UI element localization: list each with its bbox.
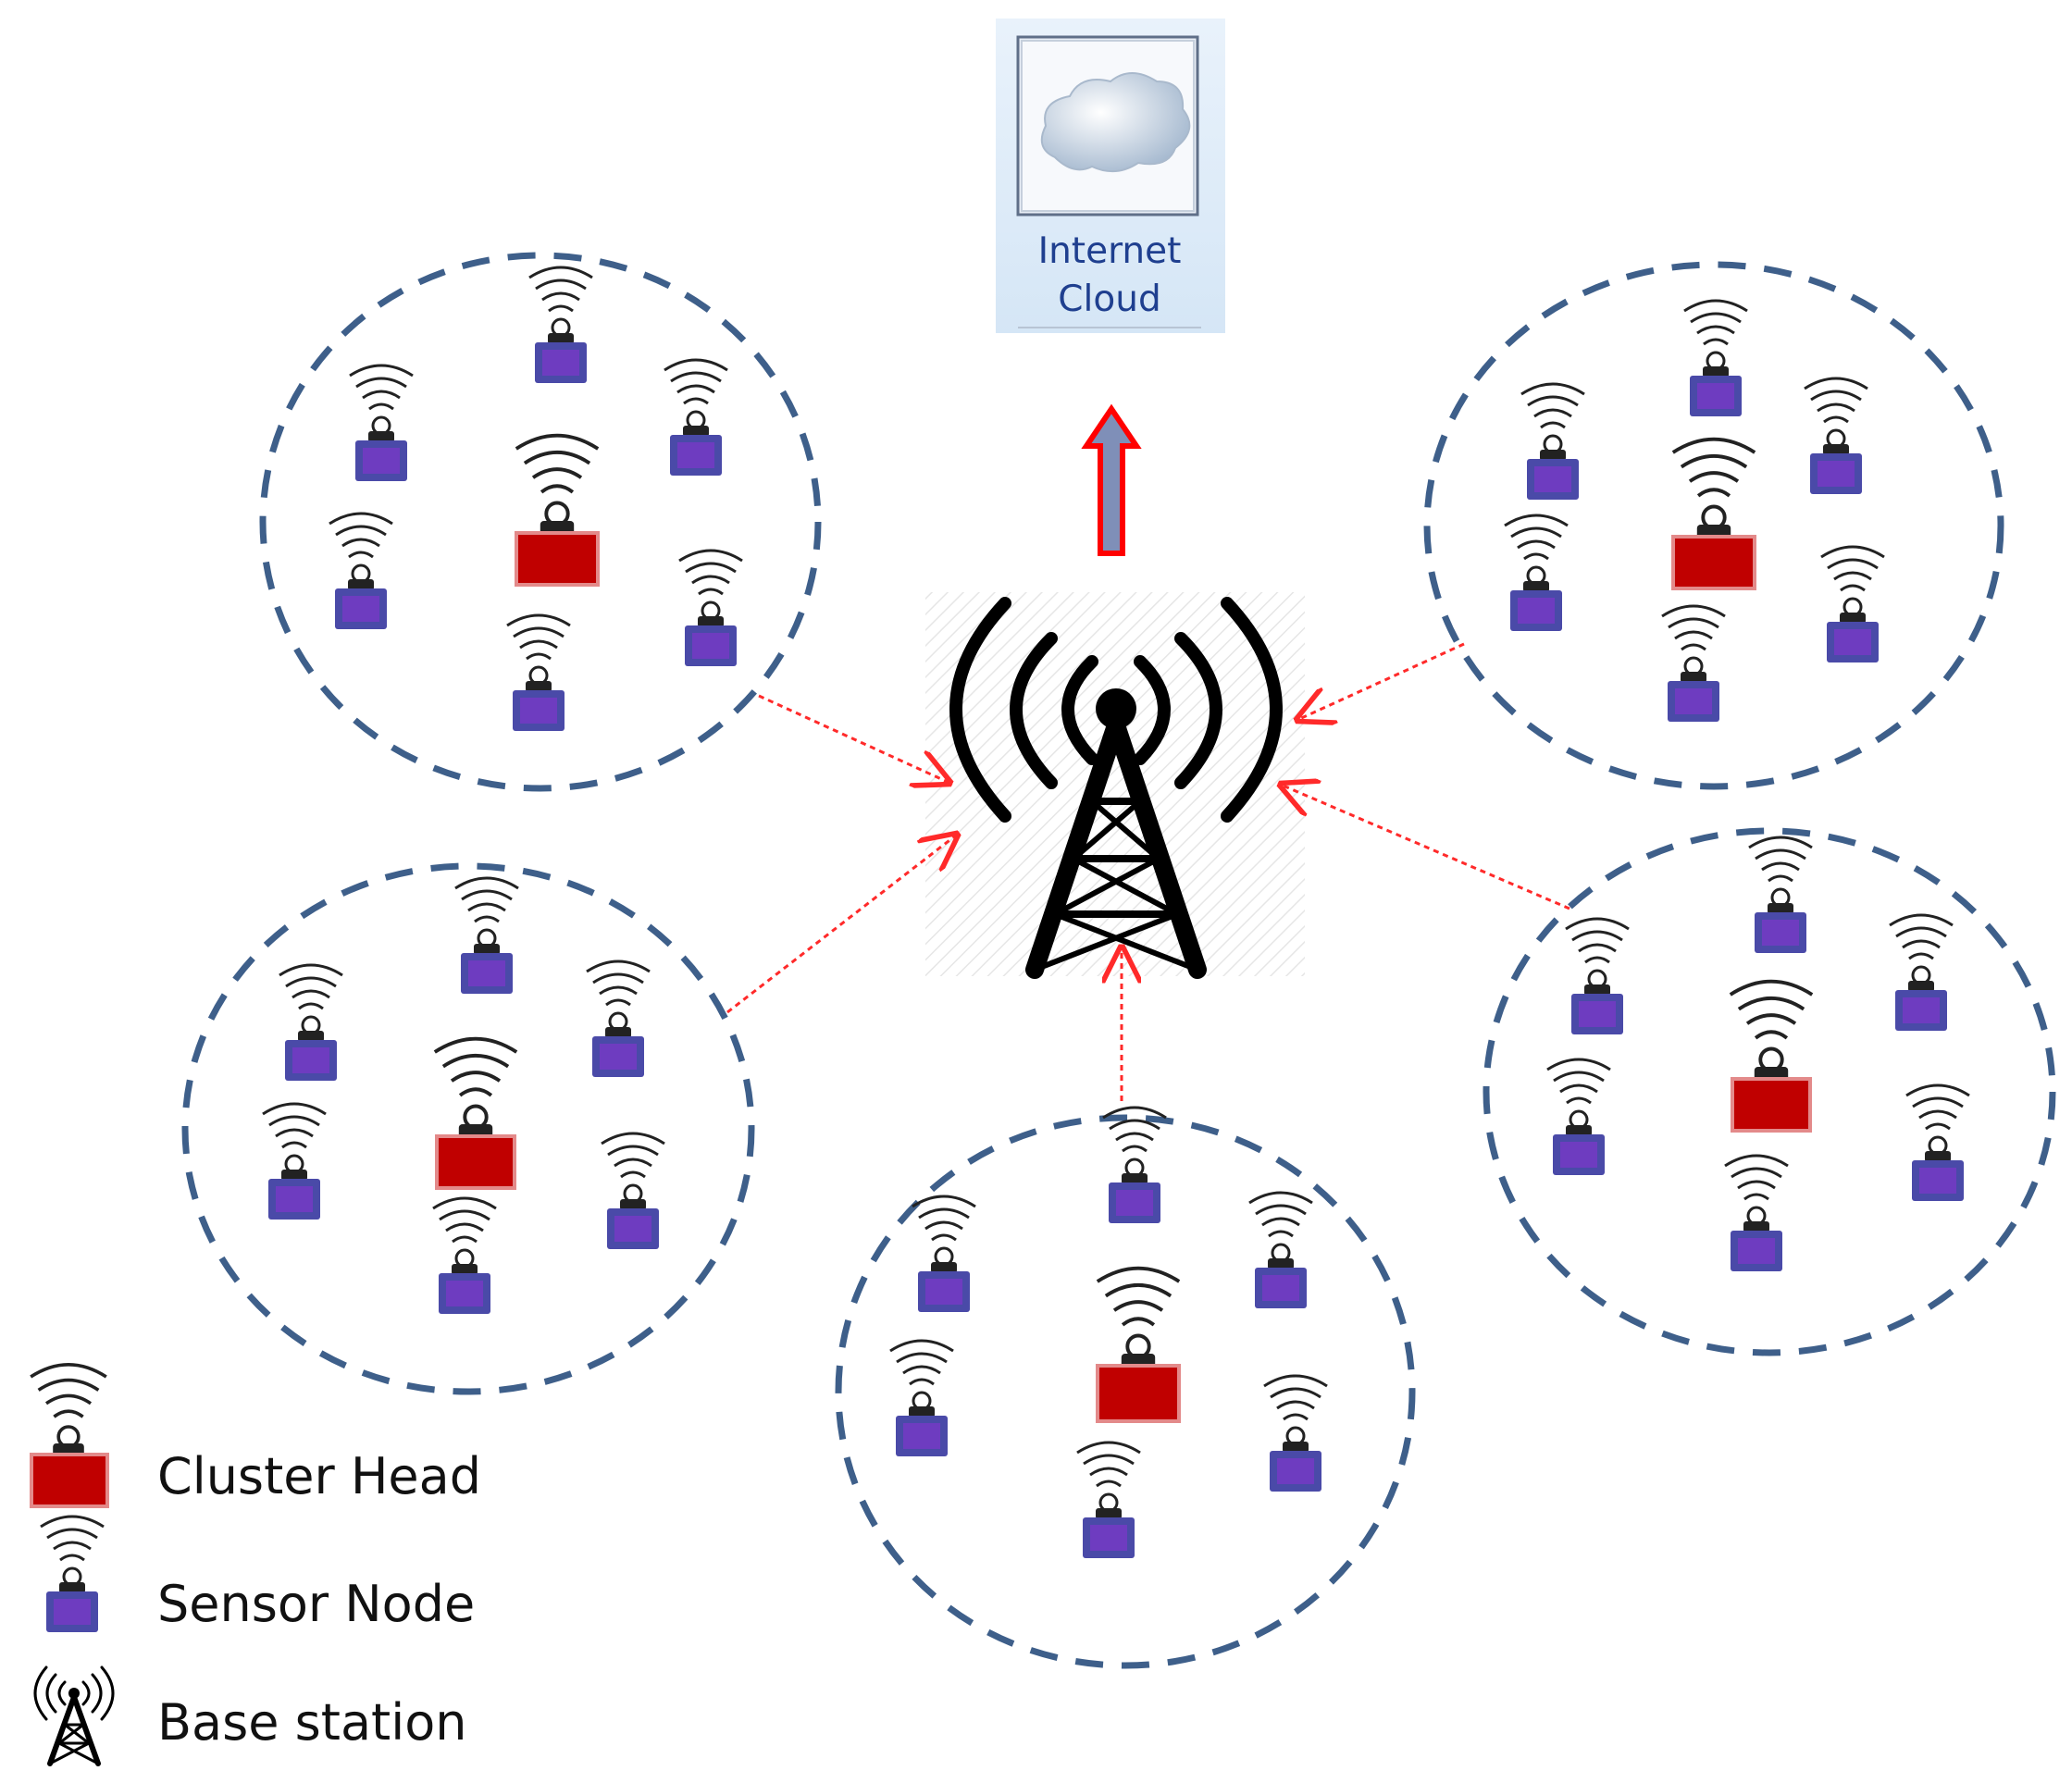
sensor-node: [328, 512, 394, 629]
legend-base-station-icon: [33, 1665, 115, 1766]
cluster-head: [1728, 979, 1815, 1133]
sensor-node: [1819, 545, 1886, 662]
sensor-node: [348, 364, 415, 481]
sensor-node: [585, 960, 651, 1077]
sensor-node: [1803, 377, 1869, 494]
cluster-heads: [432, 433, 1815, 1423]
cluster-boundary-middle-left: [181, 862, 755, 1395]
sensor-node: [663, 358, 729, 476]
sensor-node: [431, 1196, 498, 1314]
sensor-node: [1247, 1191, 1314, 1308]
sensor-node: [600, 1132, 666, 1249]
sensor-node: [1564, 917, 1631, 1034]
internet-cloud-label: Internet Cloud: [996, 228, 1223, 324]
sensor-node: [1905, 1083, 1971, 1201]
sensor-node: [527, 266, 594, 383]
sensor-node: [911, 1195, 977, 1312]
link-top-right: [1297, 642, 1465, 720]
link-middle-left: [726, 835, 957, 1014]
cluster-boundary-top-left: [259, 252, 822, 792]
legend-sensor-node-label: Sensor Node: [157, 1575, 476, 1633]
legend-base-station-label: Base station: [157, 1693, 467, 1752]
internet-cloud-label-line1: Internet: [1037, 230, 1182, 272]
uplink-arrow: [1081, 403, 1142, 556]
internet-cloud-label-line2: Cloud: [1058, 279, 1161, 320]
cluster-head: [514, 433, 601, 587]
cluster-boundary-bottom-center: [835, 1114, 1416, 1669]
sensor-node: [1660, 604, 1727, 722]
sensor-node: [677, 549, 744, 666]
sensor-nodes: [261, 266, 1971, 1558]
sensor-node: [1747, 836, 1814, 953]
sensor-node: [1682, 299, 1749, 416]
cloud-icon: [1040, 72, 1191, 173]
sensor-node: [1262, 1374, 1329, 1492]
link-top-left: [758, 694, 949, 783]
cluster-head: [1670, 437, 1757, 590]
legend-cluster-head-label: Cluster Head: [157, 1447, 482, 1505]
cluster-boundary-top-right: [1423, 261, 2004, 790]
sensor-node: [1101, 1106, 1168, 1223]
sensor-node: [505, 613, 572, 731]
internet-cloud: [996, 19, 1225, 333]
sensor-node: [888, 1339, 955, 1456]
sensor-node: [1520, 382, 1586, 500]
sensor-node: [278, 963, 344, 1081]
cluster-head: [1095, 1266, 1182, 1423]
sensor-node: [1075, 1441, 1142, 1558]
sensor-node: [453, 876, 520, 994]
sensor-node: [1723, 1154, 1790, 1271]
sensor-node: [1545, 1058, 1612, 1175]
cluster-head: [432, 1036, 519, 1190]
legend-cluster-head-icon: [29, 1363, 109, 1508]
link-middle-right: [1281, 785, 1570, 910]
sensor-node: [1503, 514, 1570, 631]
sensor-node: [1888, 913, 1954, 1031]
sensor-node: [261, 1102, 328, 1220]
cluster-boundary-middle-right: [1483, 827, 2056, 1356]
legend-sensor-node-icon: [39, 1515, 105, 1632]
base-station-icon: [949, 597, 1283, 979]
